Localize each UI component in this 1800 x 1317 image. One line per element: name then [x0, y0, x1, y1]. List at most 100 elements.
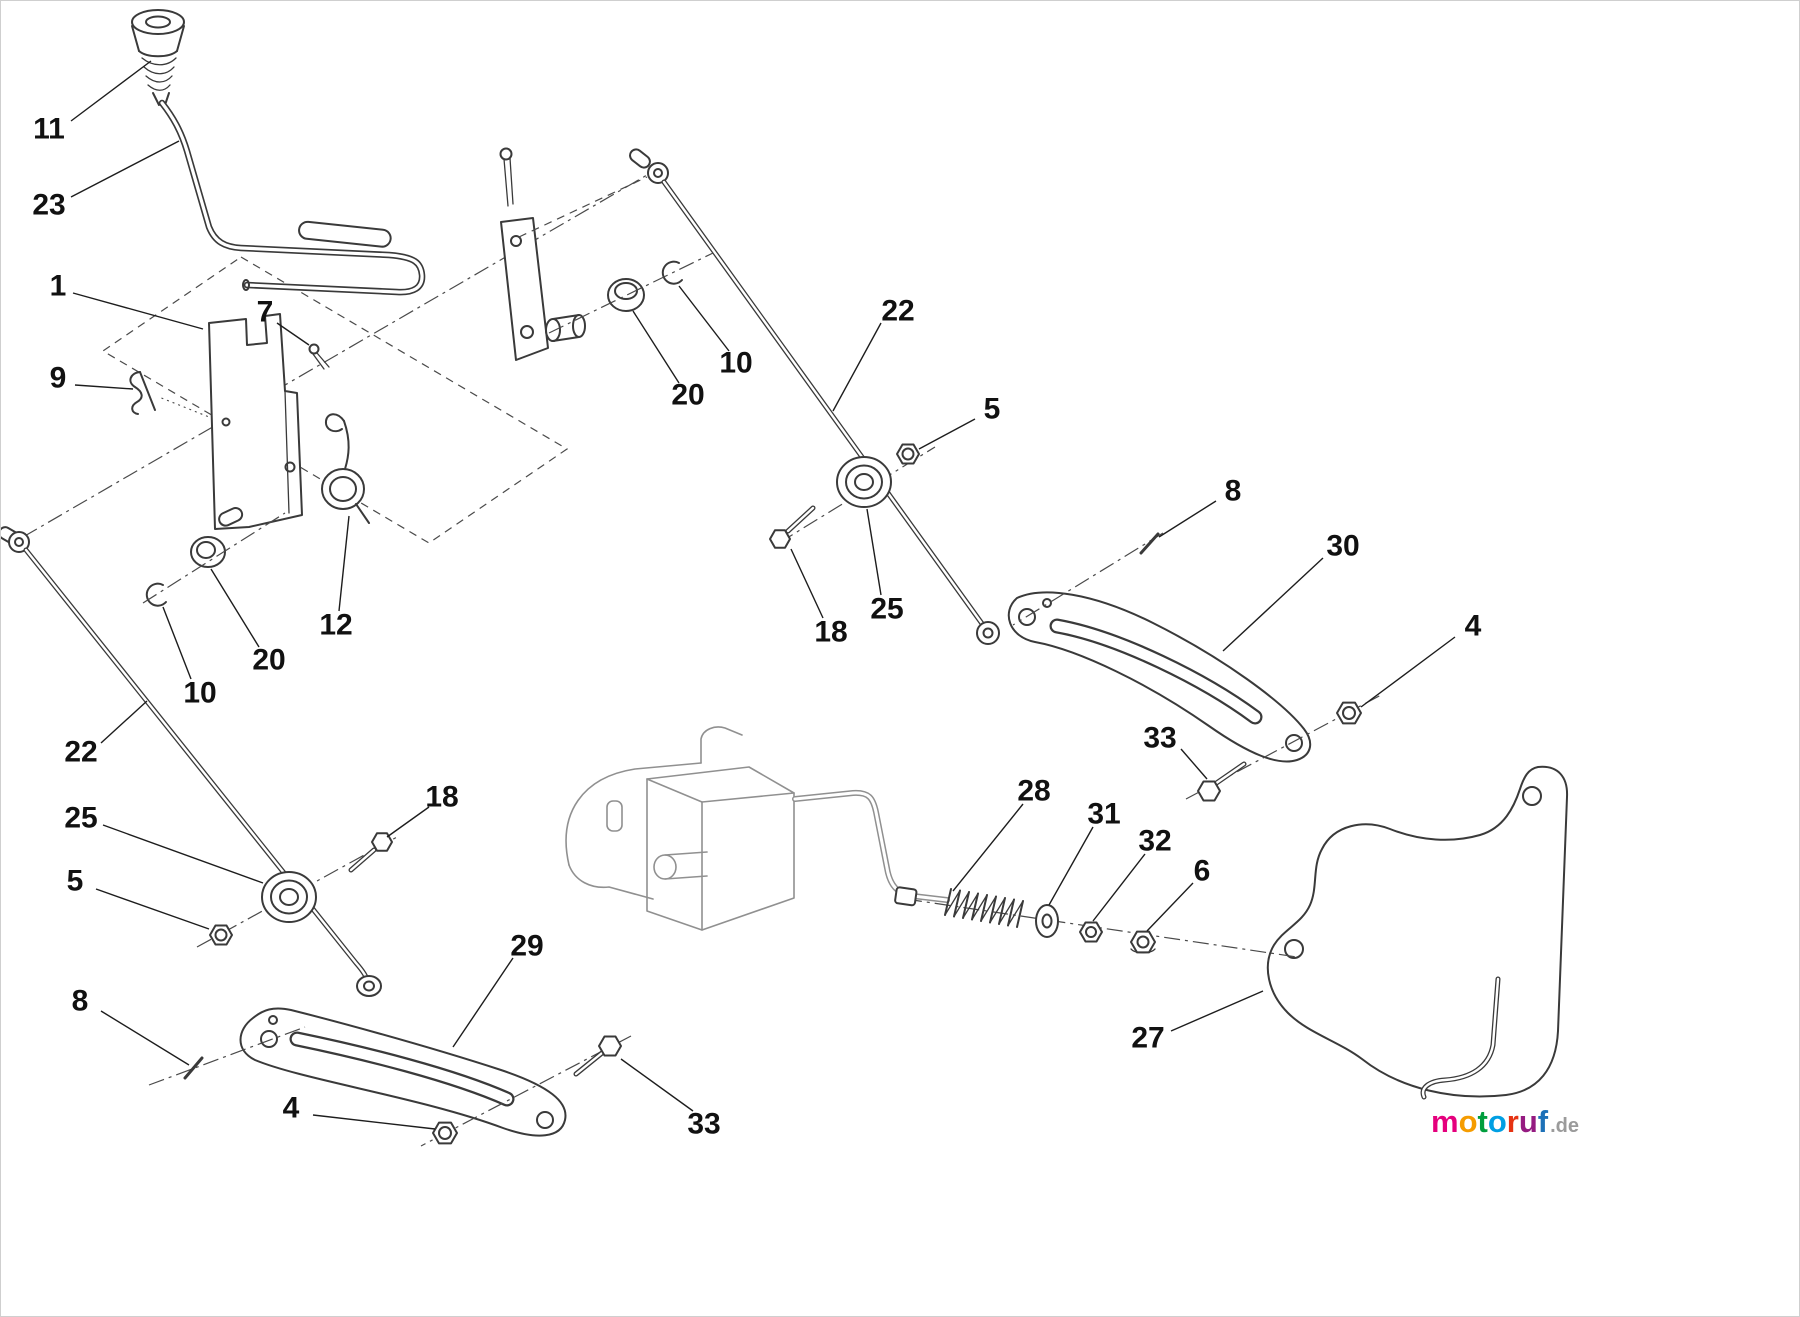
callout-label-22-7: 22 [881, 295, 914, 328]
cable-knob-11 [131, 9, 185, 106]
leader-line-5-21 [95, 888, 210, 930]
bolt-18-left [348, 832, 393, 873]
brand-letter: m [1431, 1104, 1459, 1139]
callout-label-23-1: 23 [32, 189, 65, 222]
torsion-spring-12 [321, 413, 370, 524]
brand-letter: o [1487, 1104, 1507, 1139]
leader-line-22-7 [832, 322, 882, 412]
compression-spring-28 [944, 888, 1024, 928]
callout-label-25-19: 25 [64, 802, 97, 835]
leader-line-12-15 [338, 515, 350, 612]
nut-4-right [1336, 701, 1362, 725]
washer-31 [1035, 904, 1059, 938]
leader-line-1-2 [72, 292, 204, 330]
nut-32 [1079, 921, 1103, 943]
nut-6 [1130, 930, 1156, 954]
leader-line-32-24 [1092, 853, 1146, 922]
callout-label-29-26: 29 [510, 930, 543, 963]
leader-line-11-0 [70, 60, 152, 122]
leader-line-27-28 [1170, 990, 1264, 1032]
leader-line-10-17 [162, 606, 192, 680]
callout-label-33-14: 33 [1143, 722, 1176, 755]
callout-label-5-21: 5 [67, 865, 84, 898]
leader-line-18-13 [790, 548, 824, 619]
callout-label-4-11: 4 [1465, 610, 1482, 643]
leader-line-33-30 [620, 1058, 694, 1112]
brand-domain-suffix: .de [1550, 1115, 1580, 1137]
callout-label-1-2: 1 [50, 270, 67, 303]
construction-lines-back [22, 174, 648, 544]
bolt-33-bottom [573, 1035, 622, 1077]
leader-line-9-4 [74, 384, 134, 390]
retaining-clip-10-top [661, 260, 683, 285]
brand-letter: t [1477, 1104, 1488, 1139]
lift-rod-22-left [1, 526, 382, 997]
leader-line-33-14 [1180, 748, 1208, 780]
callout-label-6-25: 6 [1194, 855, 1211, 888]
callout-label-8-27: 8 [72, 985, 89, 1018]
bolt-18-right [769, 505, 816, 549]
callout-label-28-22: 28 [1017, 775, 1050, 808]
cover-plate-27 [1266, 765, 1569, 1100]
release-rod-23 [158, 99, 426, 296]
brand-letter: u [1518, 1104, 1538, 1139]
leader-line-31-23 [1048, 826, 1094, 906]
callout-label-22-18: 22 [64, 736, 97, 769]
leader-line-8-9 [1158, 500, 1217, 538]
flange-bushing-20-top [607, 278, 645, 312]
pin-8-left [183, 1056, 204, 1080]
leader-line-22-18 [100, 700, 148, 744]
leader-line-8-27 [100, 1010, 190, 1066]
callout-label-7-3: 7 [257, 296, 274, 329]
brand-letter: o [1458, 1104, 1478, 1139]
brand-logo: motoruf [1431, 1106, 1548, 1137]
cotter-pin-top [499, 147, 514, 207]
callout-label-18-20: 18 [425, 781, 458, 814]
lift-arm-30 [1007, 591, 1312, 763]
brand-watermark: motoruf.de [1431, 1106, 1579, 1138]
callout-label-27-28: 27 [1131, 1022, 1164, 1055]
callout-label-18-13: 18 [814, 616, 847, 649]
callout-label-10-17: 10 [183, 677, 216, 710]
leader-line-25-19 [102, 824, 264, 884]
lift-rod-22-right [629, 148, 1000, 645]
bearing-25-right [836, 456, 892, 508]
leader-line-30-10 [1222, 557, 1324, 652]
leader-line-4-29 [312, 1114, 436, 1130]
brand-letter: f [1537, 1104, 1549, 1139]
leader-line-25-12 [866, 508, 882, 596]
crank-axis-line [905, 898, 1298, 958]
callout-label-12-15: 12 [319, 609, 352, 642]
callout-label-32-24: 32 [1138, 825, 1171, 858]
nut-4-bottom [432, 1121, 458, 1145]
hairpin-cotter-9 [129, 371, 156, 415]
bearing-25-left [261, 871, 317, 923]
mount-bracket-1 [208, 313, 303, 530]
leader-line-7-3 [276, 322, 310, 346]
upper-link-plate [500, 217, 586, 361]
callout-label-9-4: 9 [50, 362, 67, 395]
leader-line-4-11 [1360, 636, 1456, 708]
retaining-clip-10-left [145, 582, 167, 607]
callout-label-8-9: 8 [1225, 475, 1242, 508]
nut-5-left [209, 924, 233, 946]
pin-8-right [1139, 532, 1160, 555]
lift-arm-29 [239, 1007, 567, 1137]
callout-label-33-30: 33 [687, 1108, 720, 1141]
bolt-33-right [1197, 761, 1247, 802]
nut-5-right [896, 443, 920, 465]
leader-line-23-1 [70, 140, 180, 198]
frame-reference [565, 726, 950, 931]
callout-label-10-5: 10 [719, 347, 752, 380]
callout-label-11-0: 11 [33, 113, 65, 146]
leader-line-5-8 [918, 418, 976, 450]
callout-label-25-12: 25 [870, 593, 903, 626]
leader-line-20-16 [210, 568, 260, 648]
brand-letter: r [1506, 1104, 1519, 1139]
leader-line-28-22 [952, 803, 1024, 892]
leader-line-20-6 [632, 310, 680, 384]
clevis-fitting [894, 886, 918, 907]
callout-label-20-6: 20 [671, 379, 704, 412]
